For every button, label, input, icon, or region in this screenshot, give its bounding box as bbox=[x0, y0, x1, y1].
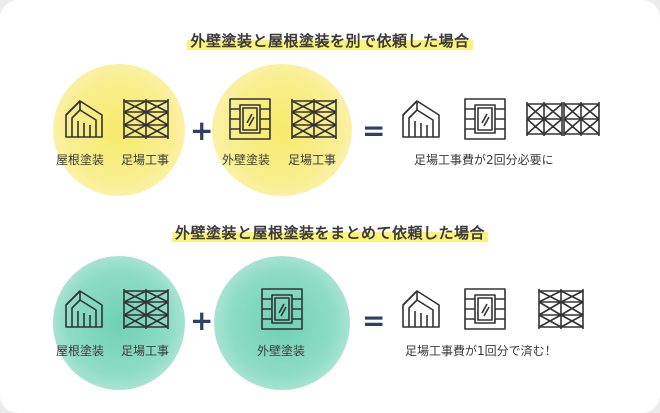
section2-result: 足場工事費が1回分で済む！ bbox=[405, 344, 557, 358]
wall-window-icon bbox=[229, 98, 271, 140]
section1-title: 外壁塗装と屋根塗装を別で依頼した場合 bbox=[0, 30, 660, 51]
wall-window-icon bbox=[464, 98, 506, 140]
section1-blob-2 bbox=[212, 64, 352, 196]
section2-plus: + bbox=[190, 304, 214, 337]
section1-label-wall: 外壁塗装 bbox=[222, 153, 271, 167]
scaffold-icon bbox=[123, 289, 169, 329]
wall-window-icon bbox=[464, 288, 506, 330]
roof-icon bbox=[65, 290, 103, 328]
section1-blob-1 bbox=[53, 64, 185, 196]
double-scaffold-icon bbox=[526, 102, 600, 136]
section1-label-scaffold-2: 足場工事 bbox=[288, 153, 337, 167]
scaffold-icon bbox=[123, 99, 169, 139]
wall-window-icon bbox=[261, 288, 303, 330]
section2-title: 外壁塗装と屋根塗装をまとめて依頼した場合 bbox=[0, 222, 660, 243]
section2-label-roof: 屋根塗装 bbox=[56, 344, 105, 358]
section2-equals: = bbox=[362, 304, 386, 337]
scaffold-icon bbox=[538, 289, 584, 329]
roof-icon bbox=[402, 100, 440, 138]
section1-label-scaffold: 足場工事 bbox=[121, 153, 170, 167]
section1-label-roof: 屋根塗装 bbox=[56, 153, 105, 167]
section2-label-scaffold: 足場工事 bbox=[121, 344, 170, 358]
section2-label-wall: 外壁塗装 bbox=[257, 344, 306, 358]
section2-blob-1 bbox=[53, 256, 185, 390]
roof-icon bbox=[65, 100, 103, 138]
section1-equals: = bbox=[362, 114, 386, 147]
scaffold-icon bbox=[291, 99, 337, 139]
section1-result: 足場工事費が2回分必要に bbox=[414, 153, 554, 167]
section1-plus: + bbox=[190, 114, 214, 147]
roof-icon bbox=[402, 290, 440, 328]
